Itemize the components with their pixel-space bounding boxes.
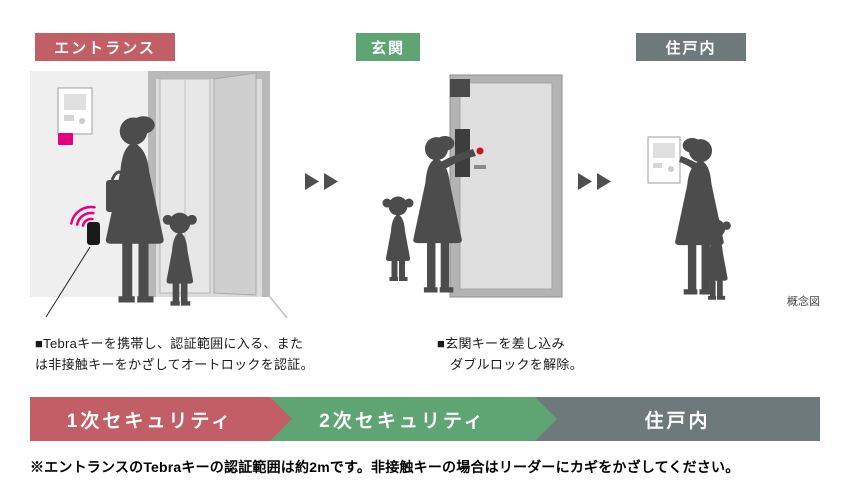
scene-front-door [382,74,563,298]
chevron-tip-icon [270,397,292,441]
door-handle-icon [474,165,486,169]
scene-inside [647,136,731,300]
footnote: ※エントランスのTebraキーの認証範囲は約2mです。非接触キーの場合はリーダー… [30,459,740,475]
door-key-icon [476,147,484,155]
flow-step-primary-security: 1次セキュリティ [30,397,292,441]
front-door-woman-silhouette [413,136,476,293]
stage-badge-entrance: エントランス [35,33,175,61]
entrance-note-line1: ■Tebraキーを携帯し、認証範囲に入る、また [35,336,304,351]
flow-step-primary-label: 1次セキュリティ [66,410,234,432]
flow-step-secondary-security: 2次セキュリティ [270,397,557,441]
concept-diagram-label: 概念図 [787,294,820,308]
concept-illustration: 概念図 [30,71,820,319]
entrance-woman-silhouette [105,116,164,303]
tebra-key-icon [45,205,100,318]
inside-intercom-panel-icon [647,136,681,184]
front-door-child-silhouette [382,196,414,281]
next-step-arrows-icon [305,173,338,190]
radio-waves-icon [70,205,96,227]
flow-step-secondary-label: 2次セキュリティ [319,410,486,432]
ic-reader-mark-icon [58,133,73,145]
next-step-arrows-icon [578,173,611,190]
entrance-note-line2: は非接触キーをかざしてオートロックを認証。 [35,356,314,372]
autolock-open-door-leaf [213,72,257,296]
door-closer-icon [450,79,470,97]
front-door-note: ■玄関キーを差し込み ダブルロックを解除。 [437,334,583,376]
front-door-leaf [459,82,553,290]
stage-badge-front-door: 玄関 [356,33,420,61]
front-door-note-line1: ■玄関キーを差し込み [437,336,565,351]
scene-entrance [30,71,288,319]
inside-woman-silhouette [675,138,724,295]
front-door-note-line2: ダブルロックを解除。 [450,356,584,372]
entrance-intercom-panel-icon [57,87,93,135]
callout-line [45,246,91,318]
flow-step-inside: 住戸内 [535,397,820,441]
entrance-note: ■Tebraキーを携帯し、認証範囲に入る、また は非接触キーをかざしてオートロッ… [35,334,314,376]
stage-badge-inside: 住戸内 [636,33,746,61]
security-flow-bar: 1次セキュリティ 2次セキュリティ 住戸内 [30,397,820,441]
chevron-tip-icon [535,397,557,441]
flow-step-inside-label: 住戸内 [644,410,711,432]
